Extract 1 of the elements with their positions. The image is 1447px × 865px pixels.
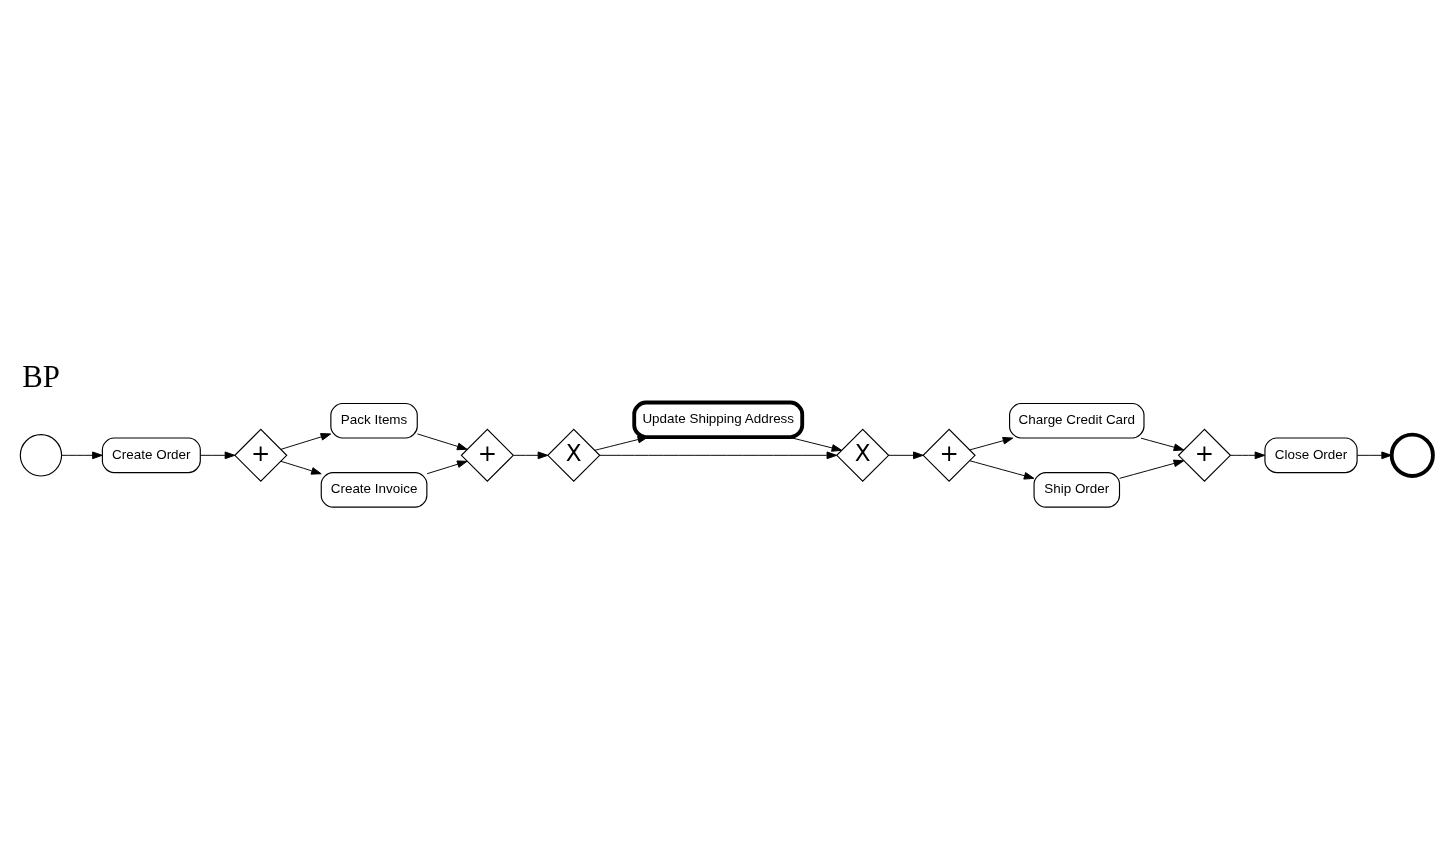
label: BP (22, 359, 60, 394)
